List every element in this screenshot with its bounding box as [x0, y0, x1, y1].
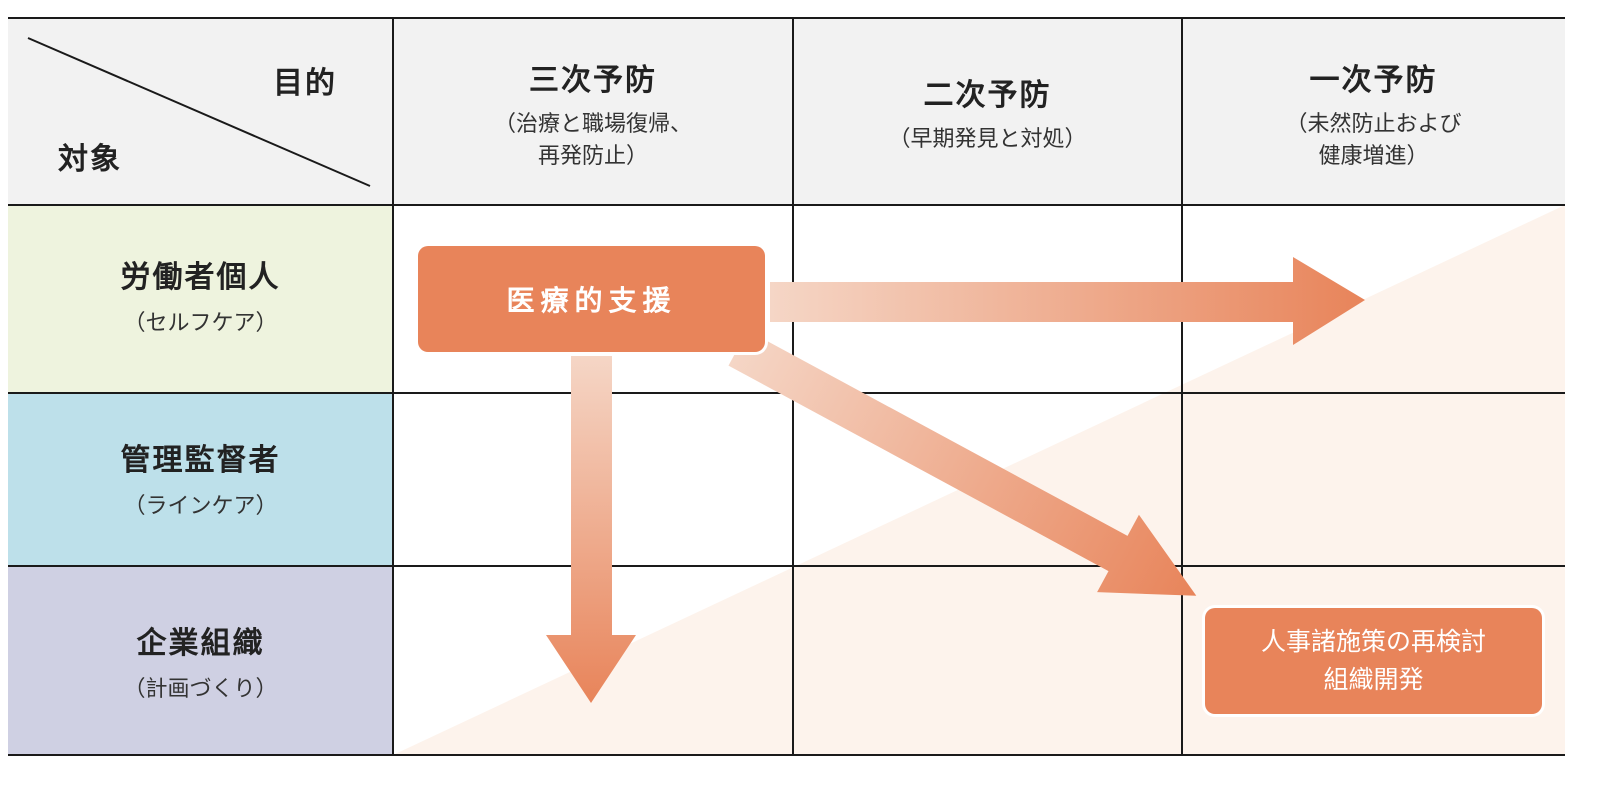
- row-title: 管理監督者: [120, 443, 281, 478]
- row-label-worker: [8, 205, 393, 393]
- column-subtitle-line: （未然防止および: [1285, 112, 1462, 137]
- organization-measures-box: 人事諸施策の再検討 組織開発: [1205, 608, 1542, 714]
- row-subtitle: （計画づくり）: [123, 677, 278, 702]
- arrow-down: [546, 356, 636, 703]
- column-subtitle-line: 健康増進）: [1318, 144, 1429, 169]
- arrow-right: [770, 257, 1365, 345]
- medical-support-box: 医療的支援: [418, 246, 765, 352]
- row-header-organization: 企業組織 （計画づくり）: [8, 618, 393, 706]
- medical-support-label: 医療的支援: [506, 284, 677, 317]
- column-header-tertiary: 三次予防 （治療と職場復帰、 再発防止）: [393, 55, 793, 173]
- column-subtitle-line: 再発防止）: [537, 144, 648, 169]
- row-label-manager: [8, 393, 393, 566]
- header-primary-cell: [1182, 18, 1565, 205]
- header-secondary-cell: [793, 18, 1182, 205]
- column-header-secondary: 二次予防 （早期発見と対処）: [793, 70, 1182, 156]
- corner-purpose-label: 目的: [273, 66, 337, 101]
- column-title: 三次予防: [529, 63, 657, 98]
- header-corner-cell: [8, 18, 393, 205]
- row-title: 労働者個人: [120, 260, 281, 295]
- row-subtitle: （ラインケア）: [123, 494, 278, 519]
- corner-target-label: 対象: [58, 142, 122, 177]
- column-subtitle-line: （早期発見と対処）: [888, 127, 1087, 152]
- organization-measures-line1: 人事諸施策の再検討: [1260, 627, 1486, 656]
- header-tertiary-cell: [393, 18, 793, 205]
- column-header-primary: 一次予防 （未然防止および 健康増進）: [1182, 55, 1565, 173]
- corner-diagonal-line: [27, 37, 371, 187]
- column-title: 二次予防: [923, 78, 1052, 113]
- row-subtitle: （セルフケア）: [123, 311, 278, 336]
- column-subtitle-line: （治療と職場復帰、: [493, 112, 692, 137]
- row-header-manager: 管理監督者 （ラインケア）: [8, 435, 393, 523]
- row-title: 企業組織: [136, 626, 265, 661]
- organization-measures-line2: 組織開発: [1323, 665, 1424, 694]
- row-label-organization: [8, 566, 393, 755]
- column-title: 一次予防: [1309, 63, 1438, 98]
- arrow-diagonal: [728, 330, 1197, 596]
- row-header-worker: 労働者個人 （セルフケア）: [8, 252, 393, 340]
